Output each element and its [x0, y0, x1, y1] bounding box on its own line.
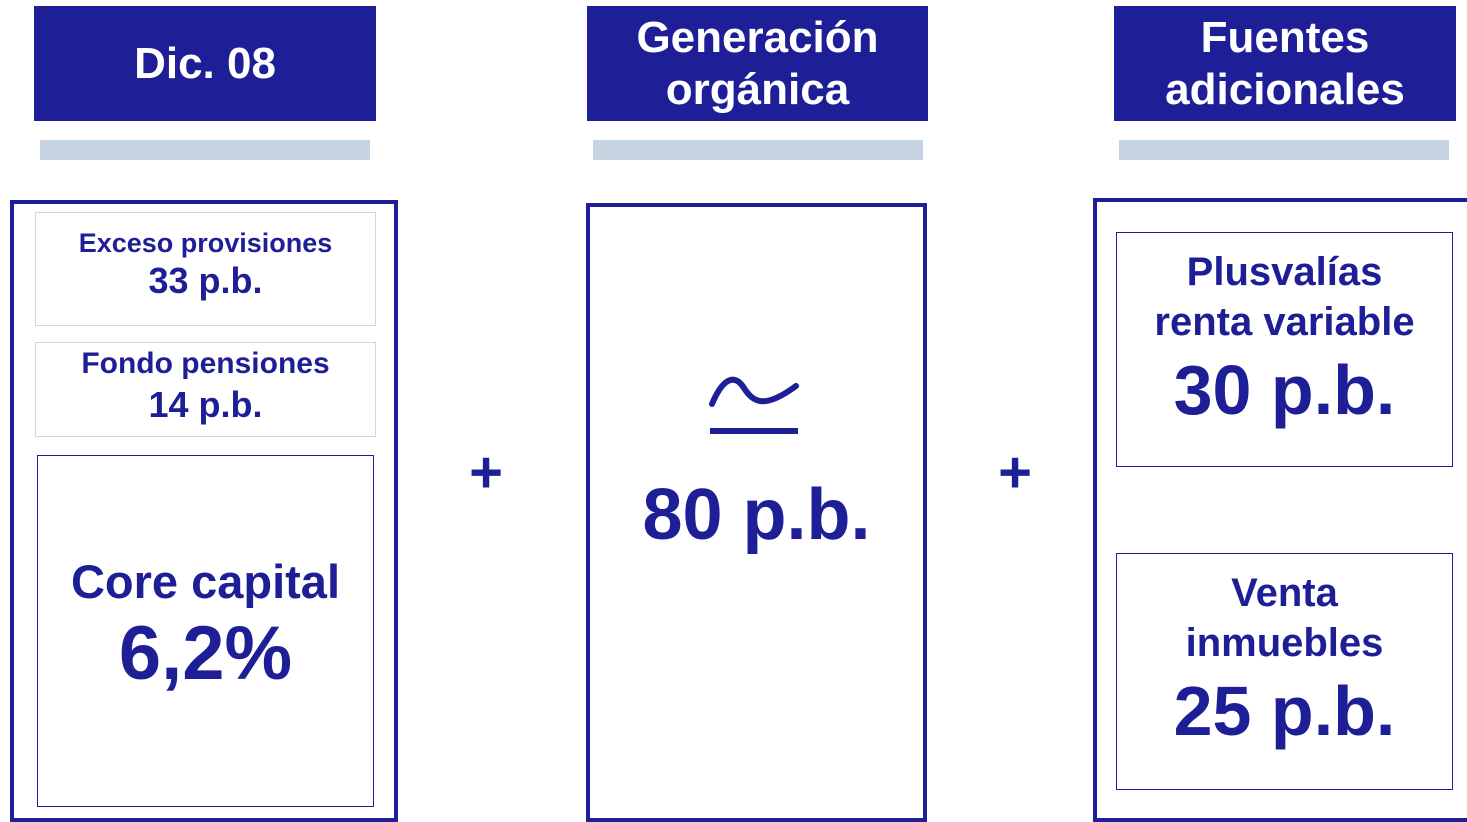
plus-sign: + — [998, 440, 1032, 505]
header-line-2: adicionales — [1165, 64, 1405, 114]
header-generacion-organica: Generación orgánica — [587, 6, 928, 121]
item-label-line-1: Plusvalías — [1186, 250, 1383, 294]
item-exceso-provisiones: Exceso provisiones 33 p.b. — [35, 212, 376, 326]
organic-generation-value: 80 p.b. — [642, 475, 871, 555]
header-fuentes-adicionales: Fuentes adicionales — [1114, 6, 1456, 121]
core-capital-value: 6,2% — [118, 611, 293, 696]
header-line-1: Generación — [636, 12, 879, 62]
header-line-1: Fuentes — [1200, 12, 1370, 62]
arrow-bar-1 — [40, 140, 370, 160]
item-label: Exceso provisiones — [78, 228, 333, 258]
header-dic-08: Dic. 08 — [34, 6, 376, 121]
item-core-capital: Core capital 6,2% — [37, 455, 374, 807]
item-label-line-2: renta variable — [1154, 300, 1415, 344]
core-capital-label: Core capital — [70, 555, 341, 608]
column-box-generacion-organica — [586, 203, 927, 822]
item-value: 14 p.b. — [148, 384, 263, 425]
item-label: Fondo pensiones — [81, 347, 330, 380]
header-dic-08-label: Dic. 08 — [134, 38, 276, 88]
plus-sign: + — [469, 440, 503, 505]
item-plusvalias-renta-variable: Plusvalías renta variable 30 p.b. — [1116, 232, 1453, 467]
item-fondo-pensiones: Fondo pensiones 14 p.b. — [35, 342, 376, 437]
item-label-line-1: Venta — [1231, 571, 1338, 615]
item-label-line-2: inmuebles — [1185, 621, 1384, 665]
item-venta-inmuebles: Venta inmuebles 25 p.b. — [1116, 553, 1453, 790]
arrow-bar-2 — [593, 140, 923, 160]
approx-equal-icon — [704, 362, 804, 442]
item-value: 25 p.b. — [1173, 672, 1396, 750]
arrow-bar-3 — [1119, 140, 1449, 160]
header-line-2: orgánica — [665, 64, 850, 114]
item-value: 33 p.b. — [148, 260, 263, 301]
item-value: 30 p.b. — [1173, 351, 1396, 429]
